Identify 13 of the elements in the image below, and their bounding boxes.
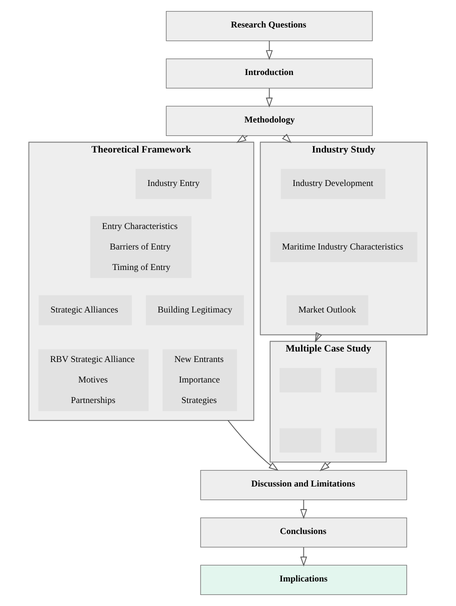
node-box: Discussion and Limitations [200,470,408,500]
arrow [300,499,308,519]
arrow [300,546,308,566]
arrow [266,88,273,108]
node-box: Research Questions [166,11,373,42]
arrow [320,462,331,472]
arrow [236,134,248,143]
cluster: Multiple Case Study [270,340,387,463]
arrow [266,40,273,60]
node-box: Conclusions [200,517,408,548]
node-box: Implications [200,564,408,595]
node-box: Introduction [166,58,373,89]
arrow [228,420,279,471]
